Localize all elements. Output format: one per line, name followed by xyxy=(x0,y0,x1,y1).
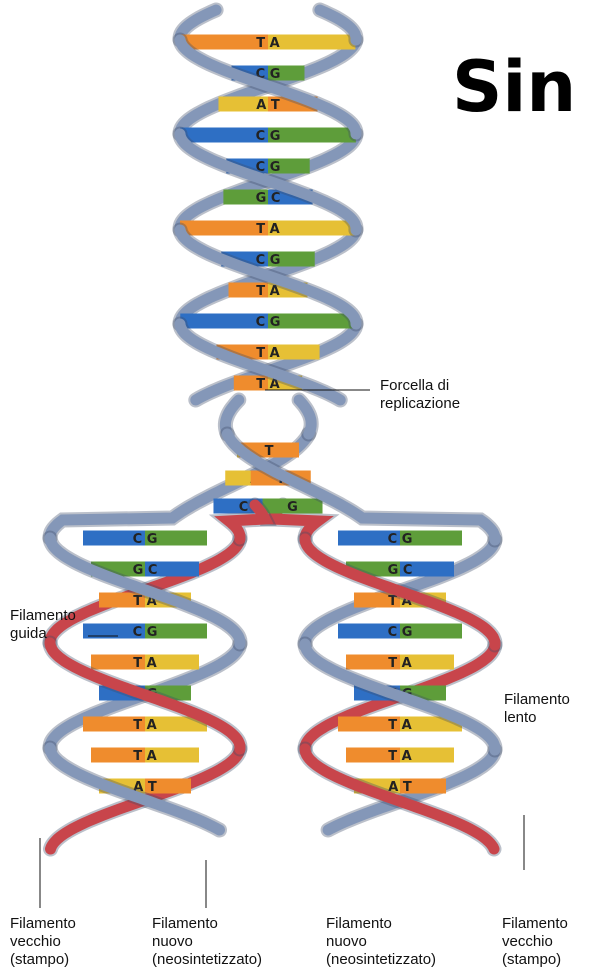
right-daughter-pair-3: C G xyxy=(338,624,462,641)
parent-pair-6: T A xyxy=(180,221,356,238)
pair-letters: T A xyxy=(388,749,411,764)
parent-pair-9: C G xyxy=(180,314,355,331)
pair-letters: T A xyxy=(256,222,279,237)
pair-letters: C G xyxy=(256,129,281,144)
base-letter: G xyxy=(287,500,298,515)
left-daughter-pair-7: T A xyxy=(91,748,199,765)
label-old-strand-right: Filamentovecchio(stampo) xyxy=(502,915,568,969)
left-daughter-pair-3: C G xyxy=(83,624,207,641)
pair-letters: C G xyxy=(133,625,158,640)
pair-letters: T A xyxy=(133,749,156,764)
pair-letters: A T xyxy=(256,98,280,113)
pair-letters: C G xyxy=(256,315,281,330)
left-daughter-pair-4: T A xyxy=(91,655,199,672)
right-daughter-pair-4: T A xyxy=(346,655,454,672)
left-daughter-pair-0: C G xyxy=(83,531,207,548)
pair-letters: C G xyxy=(388,625,413,640)
label-replication-fork: Forcella direplicazione xyxy=(380,377,460,413)
base-T xyxy=(180,221,268,236)
base-pairs: T AC GA TC GC GG CT AC GT AC GT AT AAACT… xyxy=(83,35,462,796)
pair-letters: C G xyxy=(133,532,158,547)
base-G xyxy=(268,128,356,143)
pair-letters: C G xyxy=(388,532,413,547)
pair-letters: G C xyxy=(133,563,158,578)
base-A xyxy=(268,221,356,236)
pair-letters: G C xyxy=(256,191,281,206)
right-daughter-pair-0: C G xyxy=(338,531,462,548)
pair-letters: T A xyxy=(388,718,411,733)
pair-letters: T A xyxy=(133,718,156,733)
left-old-strand-front xyxy=(299,400,311,434)
base-letter: T xyxy=(265,444,274,459)
parent-pair-0: T A xyxy=(181,35,356,52)
parent-pair-3: C G xyxy=(180,128,356,145)
page-title: Sin xyxy=(452,52,576,122)
base-G xyxy=(268,314,356,329)
right-template-base-2: G xyxy=(263,499,323,516)
parent-strand-a-front xyxy=(180,134,356,230)
label-old-strand-left: Filamentovecchio(stampo) xyxy=(10,915,76,969)
right-daughter-pair-7: T A xyxy=(346,748,454,765)
pair-letters: G C xyxy=(388,563,413,578)
pair-letters: T A xyxy=(133,656,156,671)
pair-letters: T A xyxy=(388,656,411,671)
pair-letters: T A xyxy=(256,36,279,51)
left-daughter-pair-6: T A xyxy=(83,717,207,734)
label-new-strand-right: Filamentonuovo(neosintetizzato) xyxy=(326,915,436,969)
base-A xyxy=(268,35,355,50)
pair-letters: T A xyxy=(256,346,279,361)
